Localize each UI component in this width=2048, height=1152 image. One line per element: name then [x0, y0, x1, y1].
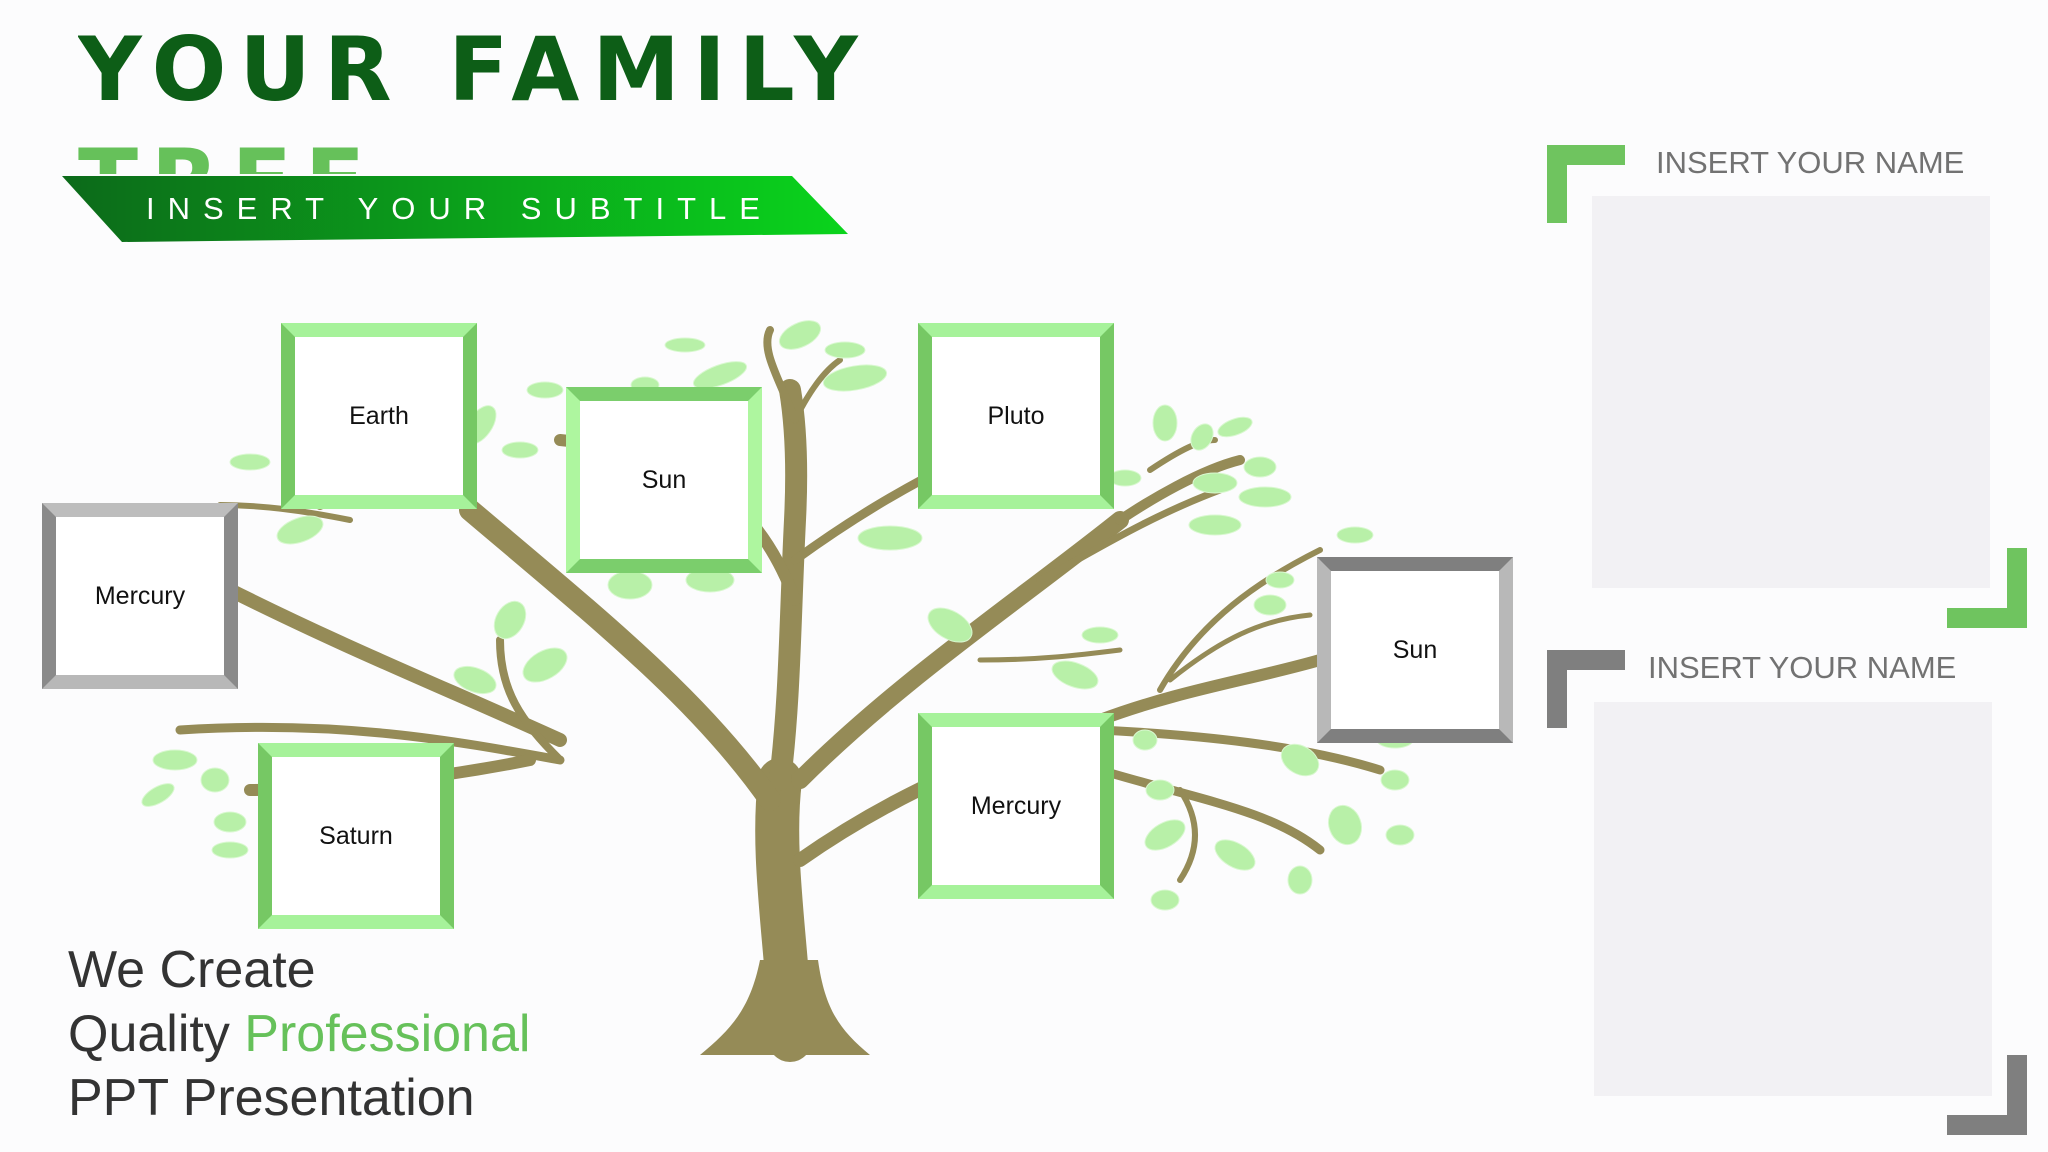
- frame-earth[interactable]: Earth: [281, 323, 477, 509]
- panel-title: INSERT YOUR NAME: [1656, 145, 1965, 180]
- subtitle-text: INSERT YOUR SUBTITLE: [146, 191, 773, 226]
- corner-bracket-top-left: [1547, 650, 1625, 728]
- page-title: YOUR FAMILY TREE: [78, 14, 898, 174]
- tagline-line-1: We Create: [68, 941, 316, 999]
- frame-label: Sun: [641, 465, 687, 494]
- tagline-line-3: PPT Presentation: [68, 1069, 475, 1127]
- frame-sun-1[interactable]: Sun: [566, 387, 762, 573]
- panel-title: INSERT YOUR NAME: [1648, 650, 1957, 685]
- frame-pluto[interactable]: Pluto: [918, 323, 1114, 509]
- photo-placeholder[interactable]: [1592, 196, 1990, 588]
- frame-sun-2[interactable]: Sun: [1317, 557, 1513, 743]
- corner-bracket-top-left: [1547, 145, 1625, 223]
- frame-label: Earth: [349, 401, 409, 430]
- frame-label: Mercury: [94, 581, 186, 610]
- title-line-2: TREE: [78, 130, 378, 174]
- subtitle-banner: INSERT YOUR SUBTITLE: [62, 176, 848, 242]
- frame-label: Sun: [1392, 635, 1438, 664]
- title-line-1: YOUR FAMILY: [78, 18, 871, 121]
- photo-placeholder[interactable]: [1594, 702, 1992, 1096]
- frame-label: Pluto: [987, 401, 1045, 430]
- tagline-line-2-accent: Professional: [244, 1005, 531, 1063]
- frame-saturn[interactable]: Saturn: [258, 743, 454, 929]
- tagline: We Create Quality Professional PPT Prese…: [68, 938, 530, 1130]
- frame-mercury-1[interactable]: Mercury: [42, 503, 238, 689]
- tagline-line-2-prefix: Quality: [68, 1005, 245, 1063]
- frame-mercury-2[interactable]: Mercury: [918, 713, 1114, 899]
- corner-bracket-bottom-right: [1947, 1055, 2027, 1135]
- frame-label: Saturn: [319, 821, 393, 850]
- corner-bracket-bottom-right: [1947, 548, 2027, 628]
- banner-shape: [62, 176, 848, 242]
- frame-label: Mercury: [970, 791, 1062, 820]
